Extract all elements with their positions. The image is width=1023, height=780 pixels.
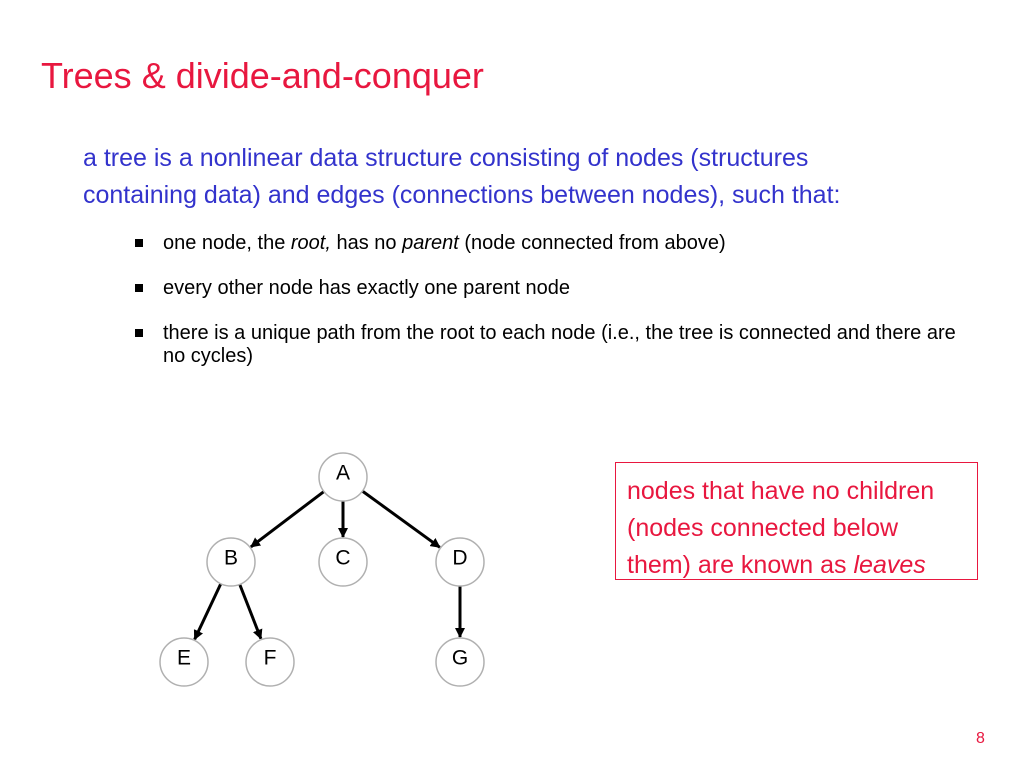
tree-node-circle — [245, 637, 295, 687]
leaves-callout: nodes that have no children (nodes conne… — [615, 462, 978, 580]
bullet-root-text-1: one node, the — [163, 232, 291, 254]
bullet-root: one node, the root, has no parent (node … — [135, 232, 965, 255]
tree-node-g: G — [435, 637, 485, 687]
bullet-root-text-3: (node connected from above) — [458, 232, 726, 254]
tree-node-label: B — [224, 547, 238, 570]
square-bullet-icon — [135, 329, 143, 337]
intro-line-2: containing data) and edges (connections … — [83, 181, 841, 209]
bullet-list: one node, the root, has no parent (node … — [135, 232, 965, 390]
tree-edge-b-e — [193, 583, 223, 641]
tree-node-label: G — [452, 647, 468, 670]
bullet-root-text-2: has no — [330, 232, 403, 254]
bullet-parent: every other node has exactly one parent … — [135, 277, 965, 300]
slide-title: Trees & divide-and-conquer — [41, 55, 484, 96]
square-bullet-icon — [135, 239, 143, 247]
tree-node-e: E — [159, 637, 209, 687]
leaves-line-1: nodes that have no children — [627, 477, 935, 505]
tree-node-label: F — [264, 647, 277, 670]
tree-edge-b-f — [238, 583, 263, 640]
page-number: 8 — [976, 730, 985, 747]
bullet-root-term: root, — [290, 232, 331, 254]
tree-node-circle — [435, 537, 485, 587]
tree-node-circle — [318, 452, 368, 502]
leaves-term: leaves — [853, 551, 926, 579]
tree-node-b: B — [206, 537, 256, 587]
leaves-line-3-text: them) are known as — [627, 551, 854, 579]
leaves-line-3: them) are known as leaves — [627, 547, 977, 584]
tree-node-f: F — [245, 637, 295, 687]
tree-node-label: C — [335, 547, 350, 570]
tree-node-circle — [435, 637, 485, 687]
tree-node-circle — [318, 537, 368, 587]
tree-node-circle — [206, 537, 256, 587]
tree-node-c: C — [318, 537, 368, 587]
tree-nodes: A B C D E F G — [159, 452, 485, 687]
tree-edge-a-b — [250, 490, 325, 549]
tree-svg: A B C D E F G — [159, 452, 485, 687]
square-bullet-icon — [135, 284, 143, 292]
bullet-parent-term: parent — [402, 232, 459, 254]
tree-node-label: D — [452, 547, 467, 570]
intro-line-1: a tree is a nonlinear data structure con… — [83, 144, 809, 172]
bullet-path: there is a unique path from the root to … — [135, 322, 965, 368]
leaves-line-2: (nodes connected below — [627, 514, 899, 542]
tree-node-d: D — [435, 537, 485, 587]
tree-edge-a-d — [361, 489, 441, 549]
bullet-parent-text: every other node has exactly one parent … — [163, 277, 570, 299]
tree-node-circle — [159, 637, 209, 687]
tree-node-label: A — [336, 462, 350, 485]
bullet-path-text: there is a unique path from the root to … — [163, 322, 956, 367]
tree-diagram: A B C D E F G — [150, 445, 490, 695]
intro-paragraph: a tree is a nonlinear data structure con… — [83, 140, 983, 214]
tree-edges — [193, 489, 465, 641]
tree-node-label: E — [177, 647, 191, 670]
tree-node-a: A — [318, 452, 368, 502]
